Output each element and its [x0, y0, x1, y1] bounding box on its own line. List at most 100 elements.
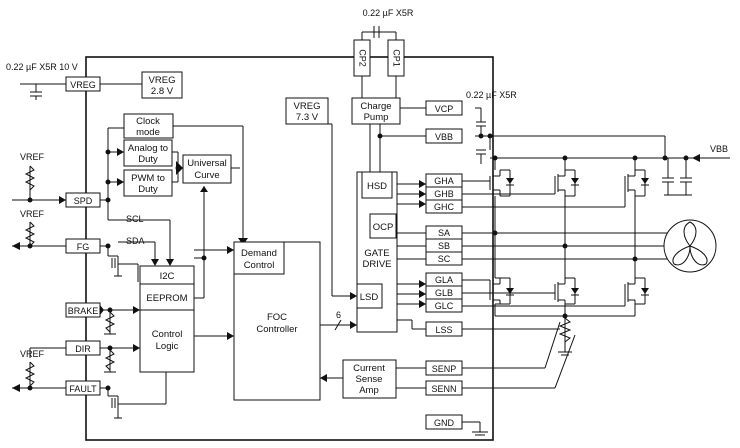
clock-label-1: Clock — [136, 116, 160, 127]
pin-ghb: GHB — [425, 186, 463, 201]
mosfet-ha — [489, 169, 514, 197]
pin-spd: SPD — [65, 192, 101, 208]
analog-label-1: Analog to — [128, 143, 168, 154]
pin-dir: DIR — [65, 340, 101, 356]
pwm-label-1: PWM to — [131, 173, 165, 184]
pin-sb: SB — [425, 238, 463, 253]
vreg28-label-1: VREG — [149, 75, 176, 86]
pin-vbb: VBB — [425, 128, 463, 144]
universal-label-1: Universal — [187, 158, 227, 169]
ocp-label: OCP — [373, 222, 394, 233]
lsd-label: LSD — [360, 292, 379, 303]
fg-pin-label: FG — [77, 242, 90, 252]
vbb-pin-label: VBB — [435, 132, 453, 142]
hsd-label: HSD — [367, 181, 387, 192]
cp-capacitor-label: 0.22 µF X5R — [363, 8, 414, 18]
dir-pin-label: DIR — [75, 344, 91, 354]
senn-pin-label: SENN — [431, 384, 456, 394]
junctions — [27, 133, 689, 391]
foc-label-2: Controller — [256, 324, 297, 335]
current-sense-amp-block: Current Sense Amp — [342, 359, 397, 399]
pin-glc: GLC — [425, 298, 463, 313]
mosfet-lb — [554, 277, 579, 305]
demand-label-1: Demand — [241, 248, 277, 259]
glb-pin-label: GLB — [435, 288, 453, 298]
gha-pin-label: GHA — [434, 176, 454, 186]
mosfet-hc — [624, 169, 649, 197]
pin-senp: SENP — [425, 360, 463, 376]
gate-drive-label-2: DRIVE — [362, 259, 391, 270]
clock-label-2: mode — [136, 127, 160, 138]
brake-pin-label: BRAKE — [68, 306, 99, 316]
fet-fault — [108, 395, 126, 410]
ghc-pin-label: GHC — [434, 202, 455, 212]
pin-gla: GLA — [425, 272, 463, 287]
demand-control-block: Demand Control — [233, 241, 285, 275]
spd-pin-label: SPD — [74, 196, 93, 206]
cp2-label: CP2 — [358, 49, 368, 67]
pin-senn: SENN — [425, 380, 463, 396]
gla-pin-label: GLA — [435, 275, 453, 285]
pwm-to-duty-block: PWM to Duty — [123, 169, 173, 197]
charge-pump-block: Charge Pump — [351, 97, 401, 125]
vreg73-label-1: VREG — [294, 101, 321, 112]
pin-brake: BRAKE — [65, 302, 101, 318]
mosfet-la — [489, 277, 514, 305]
cp1-label: CP1 — [392, 49, 402, 67]
vref-dir-label: VREF — [20, 349, 45, 359]
fault-pin-label: FAULT — [69, 384, 97, 394]
clock-mode-block: Clock mode — [123, 113, 174, 139]
pin-vcp: VCP — [425, 100, 463, 116]
i2c-label: I2C — [160, 271, 175, 282]
vreg-pin-label: VREG — [70, 80, 96, 90]
charge-pump-label-2: Pump — [364, 112, 389, 123]
pin-sc: SC — [425, 251, 463, 266]
pin-gha: GHA — [425, 173, 463, 188]
pin-cp2: CP2 — [353, 39, 371, 77]
vbb-supply-label: VBB — [710, 144, 728, 154]
vref-spd-label: VREF — [20, 152, 45, 162]
scl-signal-label: SCL — [126, 214, 144, 224]
csa-label-2: Sense — [356, 374, 383, 385]
pin-sa: SA — [425, 225, 463, 240]
sa-pin-label: SA — [438, 228, 450, 238]
pin-cp1: CP1 — [387, 39, 405, 77]
mosfet-hb — [554, 169, 579, 197]
pullup-resistors — [24, 165, 572, 387]
pin-fault: FAULT — [65, 380, 101, 396]
pin-ghc: GHC — [425, 199, 463, 214]
vcp-capacitor-label: 0.22 µF X5R — [466, 90, 517, 100]
i2c-eeprom-logic-block: I2C EEPROM Control Logic — [139, 265, 195, 373]
universal-label-2: Curve — [194, 170, 219, 181]
universal-curve-block: Universal Curve — [182, 154, 232, 184]
gate-drive-block: HSD OCP GATE DRIVE LSD — [356, 171, 398, 333]
analog-label-2: Duty — [138, 154, 158, 165]
charge-pump-label-1: Charge — [360, 101, 391, 112]
control-label-1: Control — [152, 329, 183, 340]
pin-fg: FG — [65, 238, 101, 254]
gnd-pin-label: GND — [434, 418, 455, 428]
pin-gnd: GND — [425, 414, 463, 430]
vcp-pin-label: VCP — [435, 104, 454, 114]
csa-label-3: Amp — [359, 385, 379, 396]
control-label-2: Logic — [156, 341, 179, 352]
lss-pin-label: LSS — [435, 325, 452, 335]
vreg73-block: VREG 7.3 V — [285, 97, 329, 125]
pin-glb: GLB — [425, 285, 463, 300]
demand-label-2: Control — [244, 260, 275, 271]
analog-to-duty-block: Analog to Duty — [123, 139, 173, 167]
vreg-capacitor-label: 0.22 µF X5R 10 V — [6, 62, 78, 72]
csa-label-1: Current — [353, 363, 385, 374]
eeprom-label: EEPROM — [146, 293, 187, 304]
vreg28-label-2: 2.8 V — [151, 86, 174, 97]
sda-signal-label: SDA — [126, 236, 145, 246]
sc-pin-label: SC — [438, 254, 451, 264]
gate-drive-label-1: GATE — [364, 248, 389, 259]
power-mosfets — [108, 169, 649, 410]
vreg73-label-2: 7.3 V — [296, 112, 319, 123]
bus-width-label: 6 — [336, 310, 341, 320]
ghb-pin-label: GHB — [434, 189, 454, 199]
pin-vreg: VREG — [65, 76, 101, 92]
motor — [663, 219, 717, 273]
